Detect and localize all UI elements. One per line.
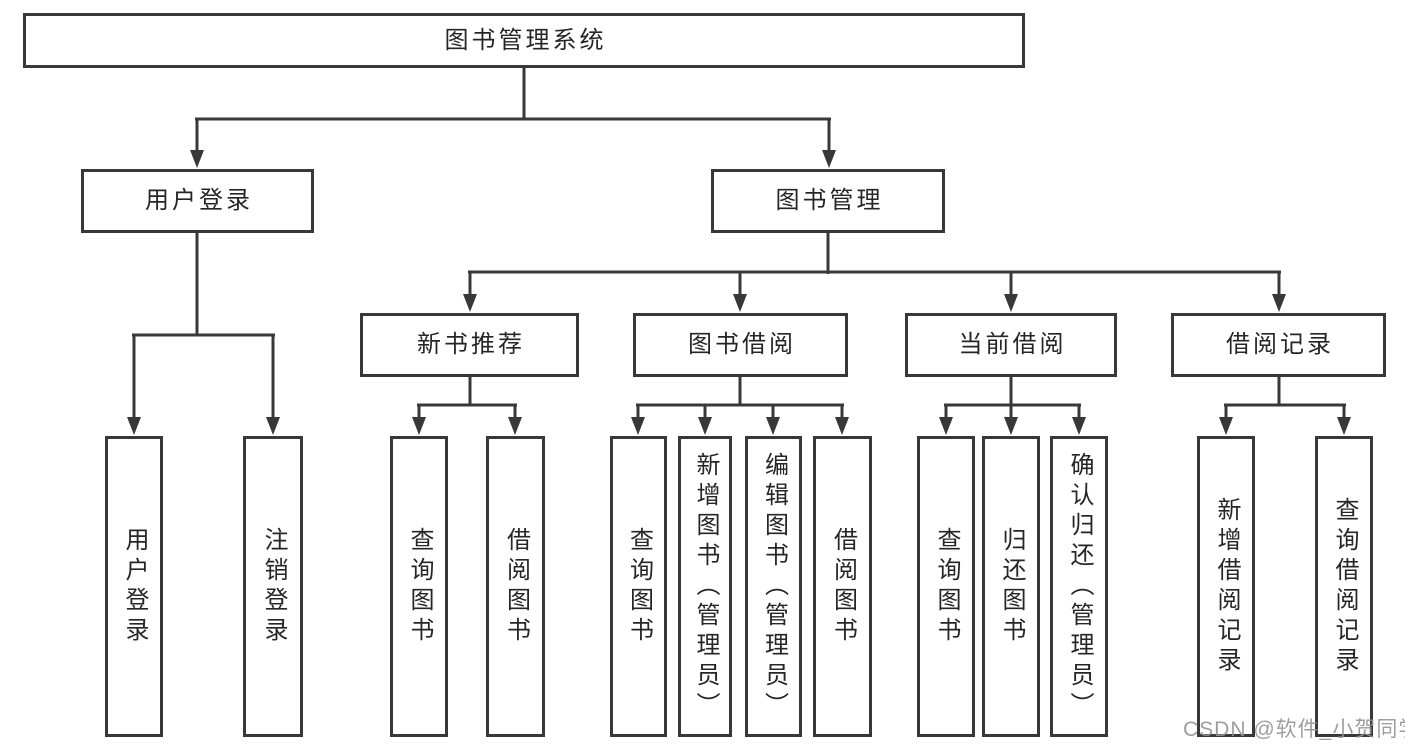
node-book-management: 图书管理	[711, 169, 945, 233]
node-leaf-add-book-admin: 新增图书（管理员）	[678, 436, 732, 737]
arrowhead	[1004, 294, 1018, 312]
node-label: 图书管理系统	[444, 26, 607, 54]
arrowhead	[822, 150, 836, 168]
connector-current-borrow-to-leaves	[939, 377, 1086, 435]
arrowhead	[412, 417, 426, 435]
arrowhead	[1219, 417, 1233, 435]
node-user-login: 用户登录	[81, 169, 314, 233]
node-leaf-edit-book-admin: 编辑图书（管理员）	[745, 436, 802, 737]
node-label: 图书借阅	[688, 331, 796, 358]
node-leaf-add-borrow-record: 新增借阅记录	[1197, 436, 1255, 737]
arrowhead	[190, 150, 204, 168]
arrowhead	[1337, 417, 1351, 435]
arrowhead	[733, 294, 747, 312]
arrowhead	[766, 417, 780, 435]
node-borrow-records: 借阅记录	[1171, 313, 1386, 377]
node-label: 注销登录	[260, 526, 287, 647]
node-label: 查询图书	[406, 526, 433, 647]
csdn-watermark: CSDN @软件_小贺同学	[1183, 718, 1405, 741]
node-leaf-query-book-current: 查询图书	[917, 436, 975, 737]
node-label: 新书推荐	[417, 331, 525, 358]
node-leaf-borrow-book-recommend: 借阅图书	[486, 436, 545, 737]
node-label: 新增图书（管理员）	[692, 451, 719, 722]
connector-root-to-level2	[190, 68, 836, 168]
node-label: 当前借阅	[958, 331, 1067, 358]
node-leaf-query-book-borrow: 查询图书	[610, 436, 667, 737]
node-label: 图书管理	[775, 187, 884, 214]
arrowhead	[835, 417, 849, 435]
node-leaf-borrow-book: 借阅图书	[813, 436, 872, 737]
node-leaf-confirm-return-admin: 确认归还（管理员）	[1050, 436, 1108, 737]
arrowhead	[1004, 417, 1018, 435]
node-label: 用户登录	[121, 526, 148, 647]
node-leaf-query-borrow-record: 查询借阅记录	[1315, 436, 1373, 737]
node-label: 编辑图书（管理员）	[760, 451, 788, 722]
node-label: 查询借阅记录	[1331, 496, 1358, 677]
arrowhead	[508, 417, 522, 435]
arrowhead	[939, 417, 953, 435]
node-leaf-return-book: 归还图书	[982, 436, 1040, 737]
node-label: 查询图书	[933, 526, 960, 647]
node-leaf-user-login: 用户登录	[105, 436, 163, 737]
node-label: 借阅记录	[1226, 331, 1334, 358]
node-label: 确认归还（管理员）	[1066, 451, 1093, 722]
node-new-book-recommend: 新书推荐	[360, 313, 579, 377]
node-leaf-logout: 注销登录	[243, 436, 303, 737]
arrowhead	[1072, 417, 1086, 435]
node-root: 图书管理系统	[23, 13, 1025, 68]
arrowhead	[1272, 294, 1286, 312]
arrowhead	[631, 417, 645, 435]
connector-borrow-records-to-leaves	[1219, 377, 1351, 435]
arrowhead	[266, 417, 280, 435]
node-label: 查询图书	[625, 526, 653, 647]
node-book-borrow: 图书借阅	[633, 313, 848, 377]
connector-book-borrow-to-leaves	[631, 377, 849, 435]
node-current-borrow: 当前借阅	[905, 313, 1117, 377]
arrowhead	[127, 417, 141, 435]
arrowhead	[463, 294, 477, 312]
node-label: 新增借阅记录	[1213, 496, 1240, 677]
node-label: 借阅图书	[502, 526, 530, 647]
connector-user-login-to-leaves	[127, 233, 280, 435]
connector-book-management-to-level3	[463, 233, 1286, 312]
node-leaf-query-book-recommend: 查询图书	[390, 436, 448, 737]
node-label: 用户登录	[145, 187, 253, 214]
node-label: 归还图书	[998, 526, 1025, 647]
node-label: 借阅图书	[829, 526, 857, 647]
arrowhead	[698, 417, 712, 435]
connector-new-book-recommend-to-leaves	[412, 377, 522, 435]
